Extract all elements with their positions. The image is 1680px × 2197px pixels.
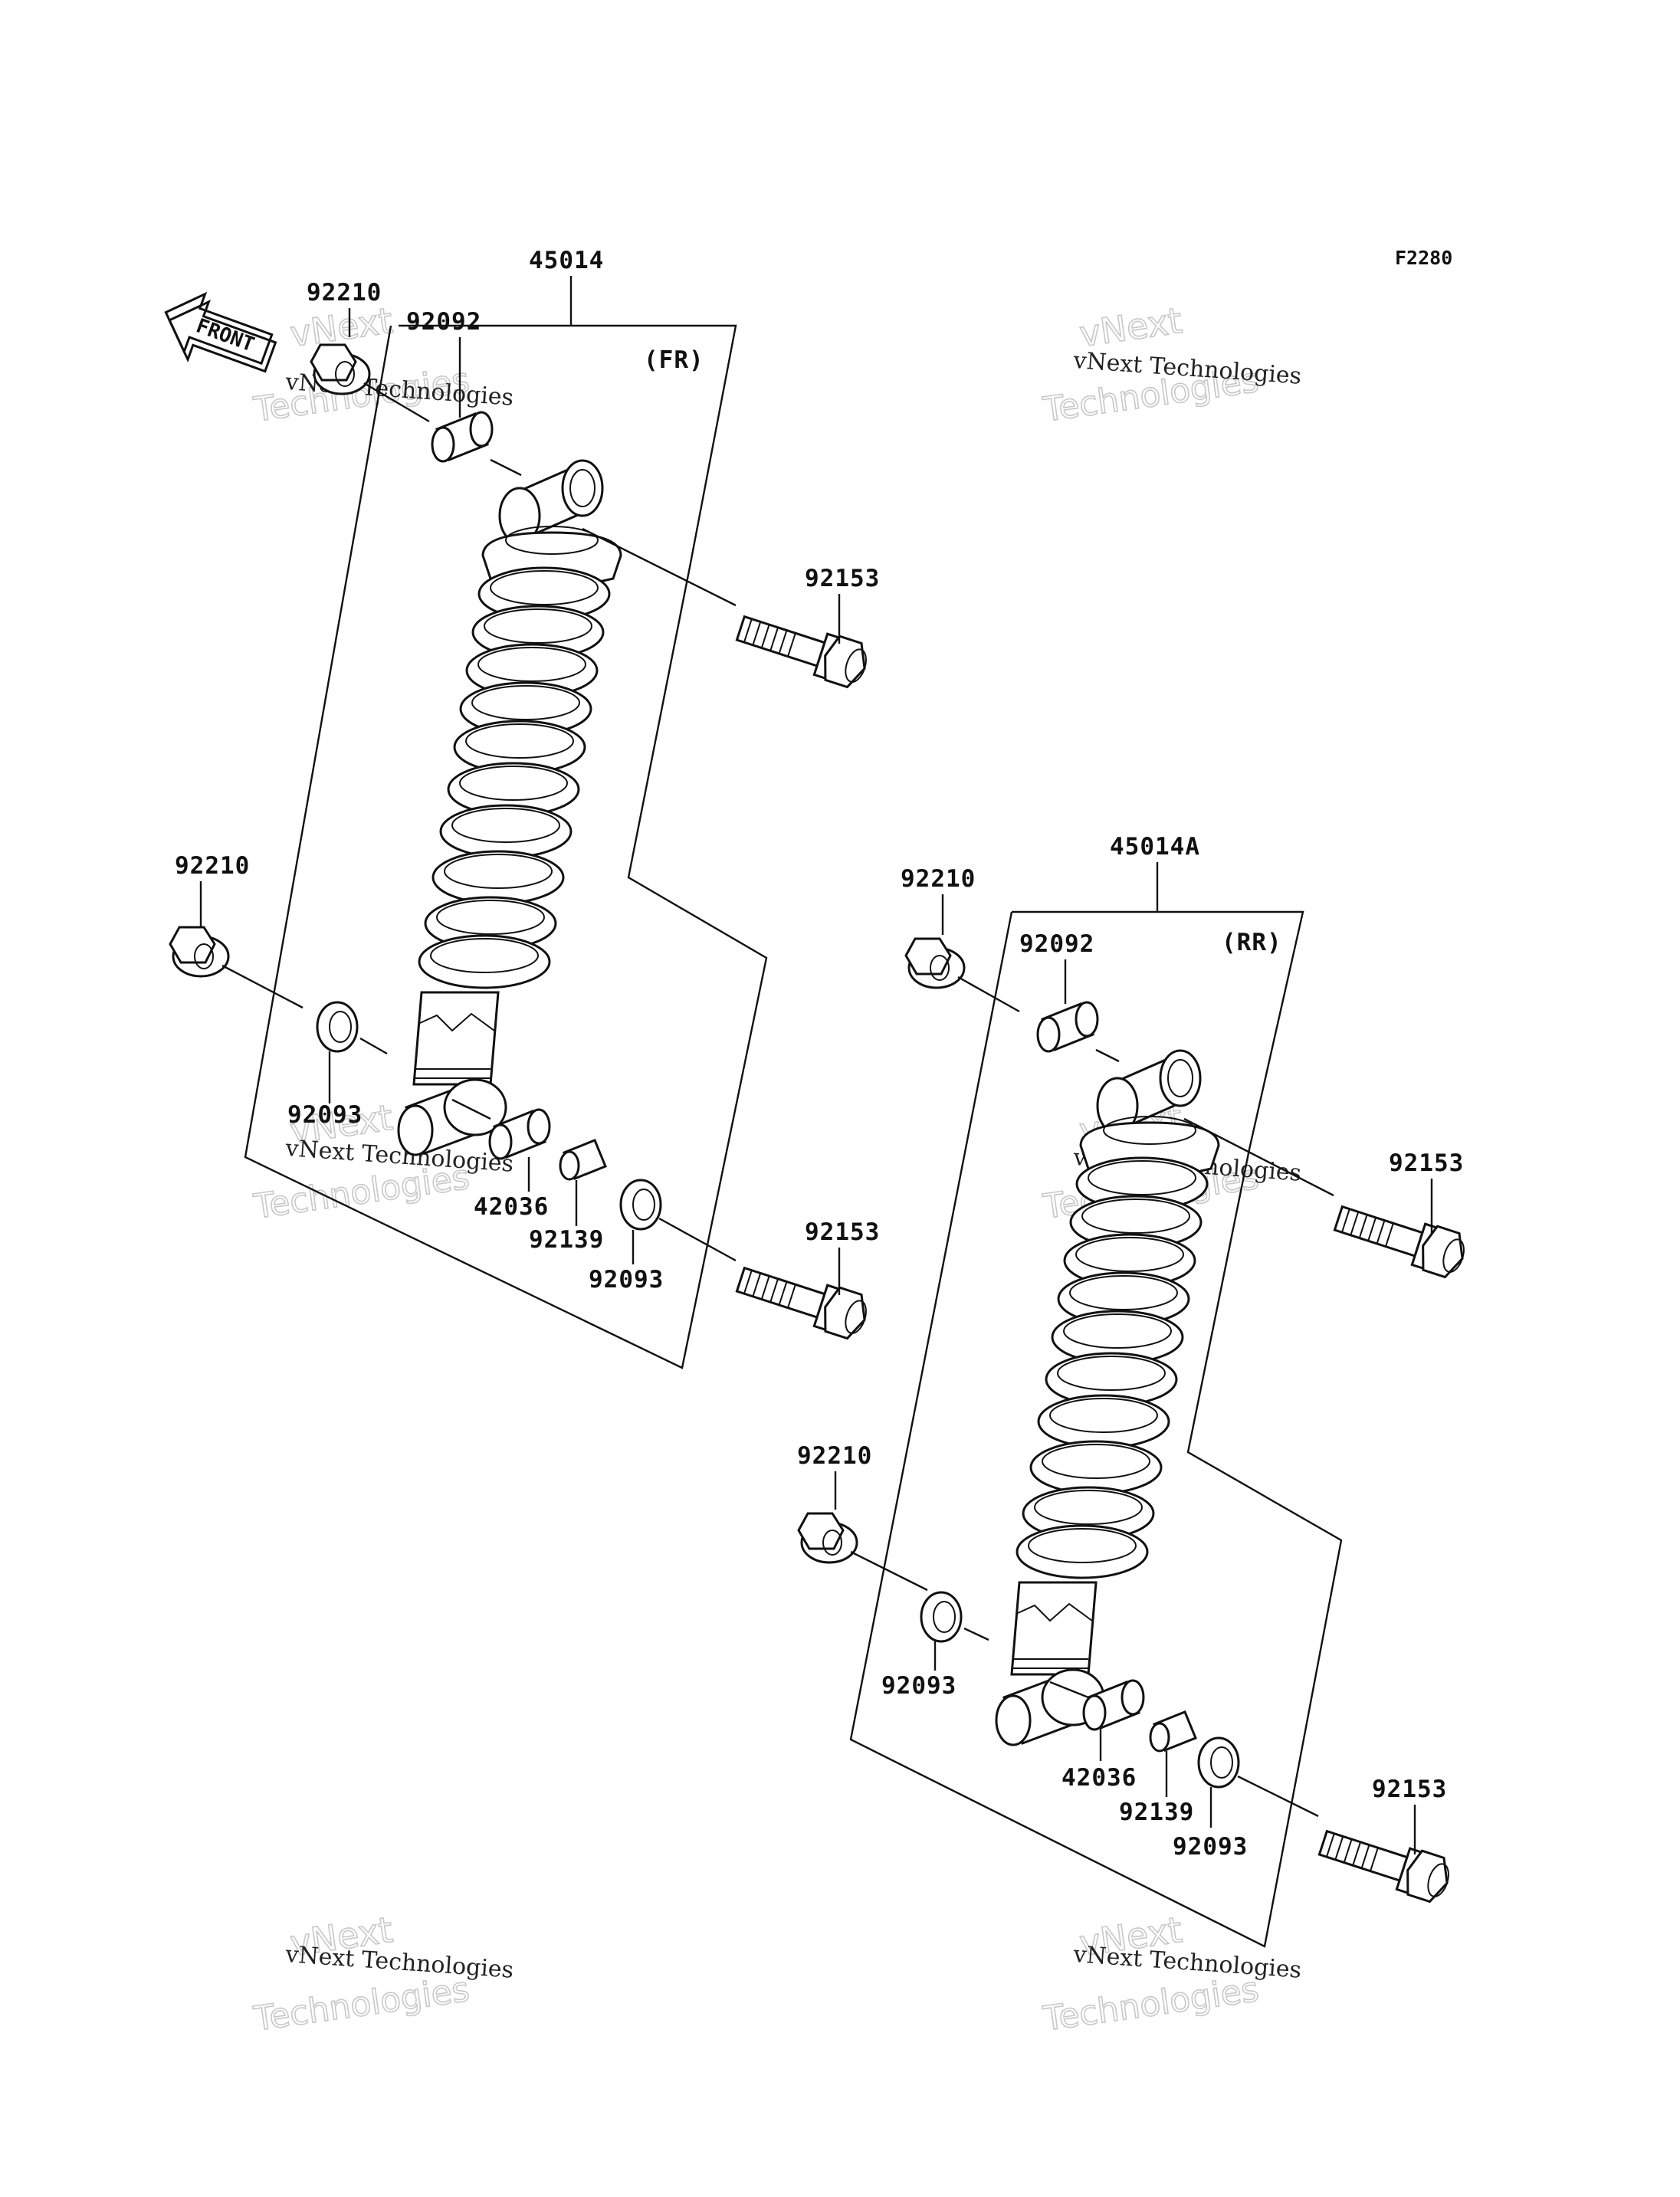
front-seal-left-icon bbox=[316, 1001, 359, 1053]
rear-part-label-bushing: 92139 bbox=[1119, 1799, 1194, 1826]
front-assembly: 45014 (FR) 92210 92092 92153 92210 92093 bbox=[169, 247, 880, 1369]
front-nut-top-icon bbox=[310, 343, 371, 395]
rear-position-label: (RR) bbox=[1222, 929, 1282, 956]
front-part-label-bolt-top: 92153 bbox=[805, 565, 880, 592]
rear-bolt-bottom-icon bbox=[1314, 1819, 1455, 1907]
rear-assembly-number: 45014A bbox=[1110, 833, 1200, 861]
watermark-technologies: Technologies bbox=[251, 1970, 472, 2039]
watermark-text: vNext Technologies bbox=[284, 1941, 514, 1984]
front-part-label-nut-top: 92210 bbox=[307, 279, 382, 307]
front-position-label: (FR) bbox=[644, 346, 704, 374]
rear-seal-left-icon bbox=[920, 1591, 963, 1643]
rear-part-label-collar-bottom: 42036 bbox=[1061, 1764, 1137, 1792]
watermark-vnext: vNext bbox=[1077, 300, 1185, 355]
rear-bolt-top-icon bbox=[1330, 1195, 1471, 1282]
front-assembly-frame bbox=[244, 324, 768, 1369]
rear-nut-bottom-icon bbox=[797, 1512, 858, 1564]
front-part-label-collar-bottom: 42036 bbox=[474, 1193, 549, 1221]
rear-part-label-bolt-top: 92153 bbox=[1389, 1149, 1464, 1177]
rear-seal-right-icon bbox=[1197, 1736, 1240, 1789]
front-part-label-nut-bottom: 92210 bbox=[175, 852, 250, 880]
front-bushing-icon bbox=[559, 1139, 607, 1181]
front-part-label-collar-top: 92092 bbox=[406, 308, 481, 336]
rear-part-label-bolt-bottom: 92153 bbox=[1372, 1776, 1447, 1803]
watermark-technologies: Technologies bbox=[1041, 1970, 1262, 2039]
front-bolt-top-icon bbox=[732, 605, 873, 692]
rear-assembly-frame bbox=[849, 910, 1343, 1948]
rear-nut-top-icon bbox=[904, 937, 966, 989]
rear-assembly: 45014A (RR) 92210 92092 92153 92210 9209… bbox=[797, 833, 1471, 1948]
rear-part-label-nut-top: 92210 bbox=[901, 865, 976, 893]
rear-bushing-icon bbox=[1149, 1710, 1197, 1753]
rear-part-label-seal-left: 92093 bbox=[881, 1672, 956, 1700]
front-part-label-bolt-bottom: 92153 bbox=[805, 1218, 880, 1246]
rear-part-label-nut-bottom: 92210 bbox=[797, 1442, 872, 1470]
watermark-text: vNext Technologies bbox=[1071, 1941, 1302, 1984]
front-part-label-bushing: 92139 bbox=[529, 1226, 604, 1254]
rear-shock-absorber bbox=[996, 1051, 1219, 1745]
front-assembly-number: 45014 bbox=[529, 247, 604, 274]
front-arrow-icon: FRONT bbox=[164, 291, 277, 373]
diagram-code: F2280 bbox=[1395, 247, 1452, 269]
front-seal-right-icon bbox=[619, 1179, 662, 1231]
rear-part-label-collar-top: 92092 bbox=[1019, 930, 1094, 958]
front-nut-bottom-icon bbox=[169, 926, 230, 978]
front-part-label-seal-right: 92093 bbox=[589, 1266, 664, 1294]
rear-collar-top-icon bbox=[1036, 1001, 1099, 1053]
front-bolt-bottom-icon bbox=[732, 1256, 873, 1343]
front-shock-absorber bbox=[399, 461, 621, 1155]
front-part-label-seal-left: 92093 bbox=[287, 1101, 363, 1129]
front-collar-top-icon bbox=[431, 411, 494, 463]
rear-part-label-seal-right: 92093 bbox=[1173, 1833, 1248, 1861]
